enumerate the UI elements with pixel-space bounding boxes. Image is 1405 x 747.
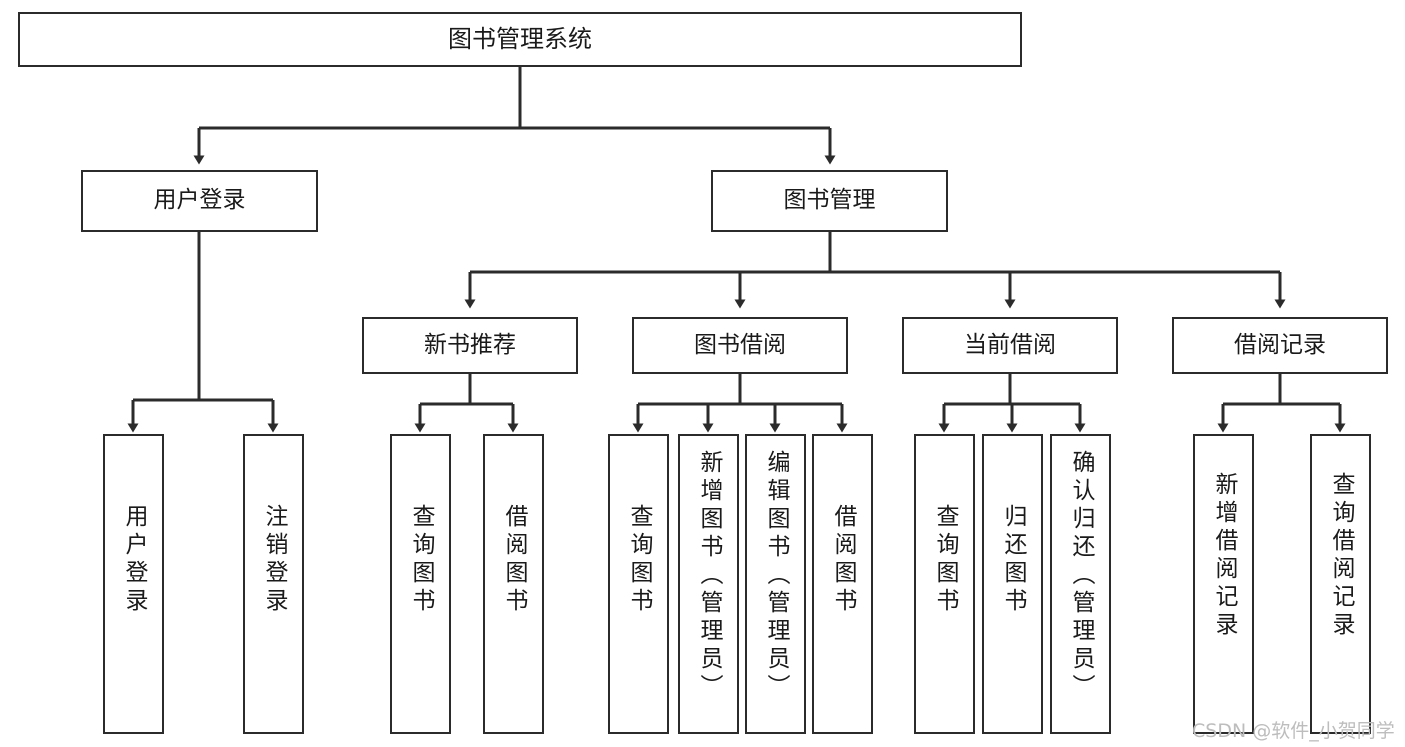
leaf-borrow-add-book-admin[interactable]: 新增图书（管理员）	[678, 434, 739, 734]
node-label: 查询图书	[932, 504, 958, 616]
node-label: 用户登录	[121, 504, 147, 616]
node-new-book-recommend[interactable]: 新书推荐	[362, 317, 578, 374]
node-label: 查询图书	[626, 504, 652, 616]
node-user-login[interactable]: 用户登录	[81, 170, 318, 232]
node-label: 当前借阅	[964, 331, 1056, 358]
node-label: 查询借阅记录	[1328, 472, 1354, 640]
node-book-borrow[interactable]: 图书借阅	[632, 317, 848, 374]
node-label: 注销登录	[261, 504, 287, 616]
node-borrow-record[interactable]: 借阅记录	[1172, 317, 1388, 374]
leaf-current-return-book[interactable]: 归还图书	[982, 434, 1043, 734]
node-label: 图书借阅	[694, 331, 786, 358]
leaf-user-logout[interactable]: 注销登录	[243, 434, 304, 734]
node-label: 编辑图书（管理员）	[763, 450, 789, 702]
node-label: 新书推荐	[424, 331, 516, 358]
leaf-borrow-edit-book-admin[interactable]: 编辑图书（管理员）	[745, 434, 806, 734]
leaf-user-login[interactable]: 用户登录	[103, 434, 164, 734]
node-label: 新增图书（管理员）	[696, 450, 722, 702]
node-label: 新增借阅记录	[1211, 472, 1237, 640]
node-label: 确认归还（管理员）	[1068, 450, 1094, 702]
leaf-current-query-book[interactable]: 查询图书	[914, 434, 975, 734]
node-label: 查询图书	[408, 504, 434, 616]
leaf-current-confirm-return-admin[interactable]: 确认归还（管理员）	[1050, 434, 1111, 734]
node-root-system[interactable]: 图书管理系统	[18, 12, 1022, 67]
node-label: 用户登录	[153, 187, 246, 214]
node-current-borrow[interactable]: 当前借阅	[902, 317, 1118, 374]
node-label: 借阅记录	[1234, 331, 1326, 358]
leaf-recommend-query-book[interactable]: 查询图书	[390, 434, 451, 734]
node-book-management[interactable]: 图书管理	[711, 170, 948, 232]
leaf-recommend-borrow-book[interactable]: 借阅图书	[483, 434, 544, 734]
node-label: 借阅图书	[830, 504, 856, 616]
node-label: 图书管理	[783, 187, 876, 214]
leaf-borrow-borrow-book[interactable]: 借阅图书	[812, 434, 873, 734]
leaf-record-add-record[interactable]: 新增借阅记录	[1193, 434, 1254, 734]
node-label: 借阅图书	[501, 504, 527, 616]
leaf-record-query-record[interactable]: 查询借阅记录	[1310, 434, 1371, 734]
node-label: 图书管理系统	[448, 25, 592, 54]
leaf-borrow-query-book[interactable]: 查询图书	[608, 434, 669, 734]
node-label: 归还图书	[1000, 504, 1026, 616]
